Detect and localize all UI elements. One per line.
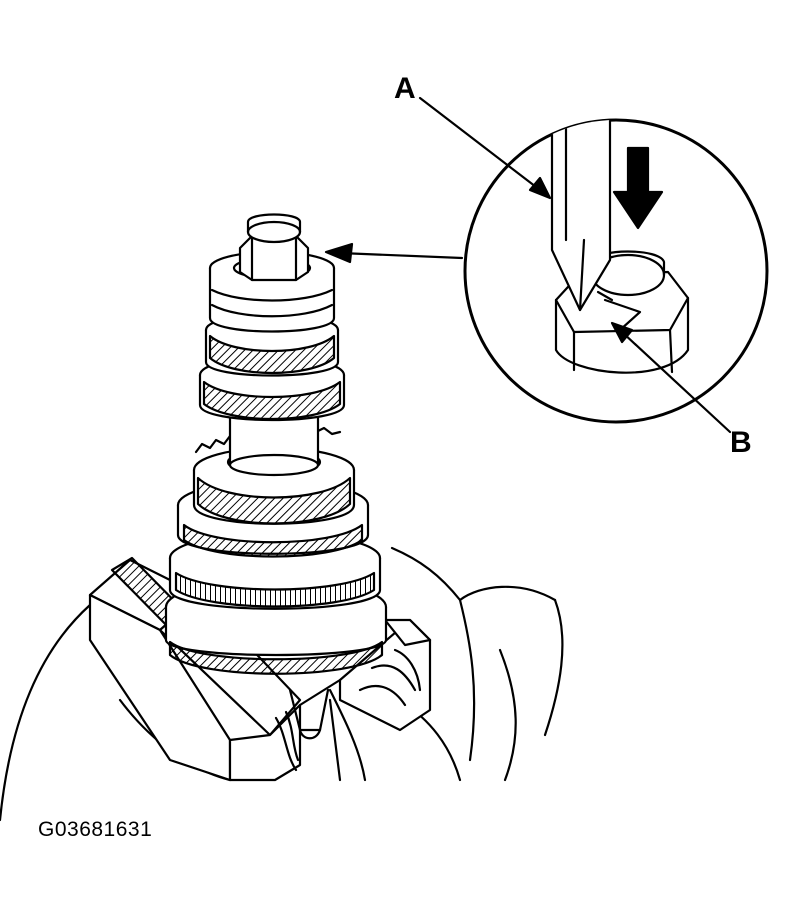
detail-magnifier-circle	[463, 118, 769, 424]
shaft-locknut	[238, 213, 310, 282]
staking-chisel	[550, 120, 612, 312]
callout-leader-b	[610, 321, 732, 434]
callout-label-b: B	[730, 426, 752, 459]
force-arrow	[612, 146, 664, 230]
shaft-stem	[288, 688, 330, 740]
detail-pointer-arrow	[324, 242, 464, 264]
callout-label-a: A	[394, 72, 416, 105]
callout-leader-a	[418, 96, 552, 200]
upper-helical-gear	[198, 312, 346, 422]
vise-right-jaw	[298, 618, 432, 782]
figure-id-label: G03681631	[38, 818, 153, 841]
